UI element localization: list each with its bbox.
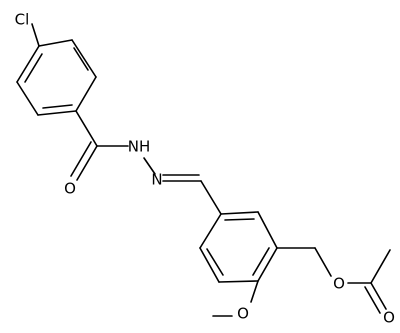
carbonyl-double-bond (70, 141, 98, 181)
n-n-bond (143, 157, 156, 175)
atom-hydrazide-nh: NH (128, 138, 151, 156)
methine-ring-bond (200, 180, 222, 215)
methoxyphenyl-ring (199, 211, 278, 283)
hydrazide-nh-label: NH (128, 138, 151, 156)
ether-oxygen-label: O (237, 305, 249, 323)
acetyl-oxygen-label: O (383, 309, 395, 327)
chlorine-label: Cl (15, 11, 30, 29)
atom-ester-oxygen: O (333, 275, 345, 293)
carbonyl-oxygen-label: O (64, 180, 76, 198)
hydrazone-n-label: N (151, 171, 162, 189)
atom-hydrazone-n: N (151, 171, 162, 189)
atom-chlorine: Cl (15, 11, 30, 29)
ring-carbonyl-bond (75, 110, 98, 147)
atom-ether-oxygen: O (237, 305, 249, 323)
ester-carbonyl-double-bond (364, 282, 387, 314)
c-cl-bond (31, 23, 40, 47)
ch2-o-bond (314, 247, 332, 277)
atom-carbonyl-oxygen: O (64, 180, 76, 198)
ring-methoxy-bond (250, 280, 259, 303)
chlorophenyl-ring (16, 39, 97, 116)
ester-oxygen-label: O (333, 275, 345, 293)
atom-acetyl-oxygen: O (383, 309, 395, 327)
imine-double-bond (162, 174, 202, 182)
acyl-methyl-bond (370, 249, 391, 284)
